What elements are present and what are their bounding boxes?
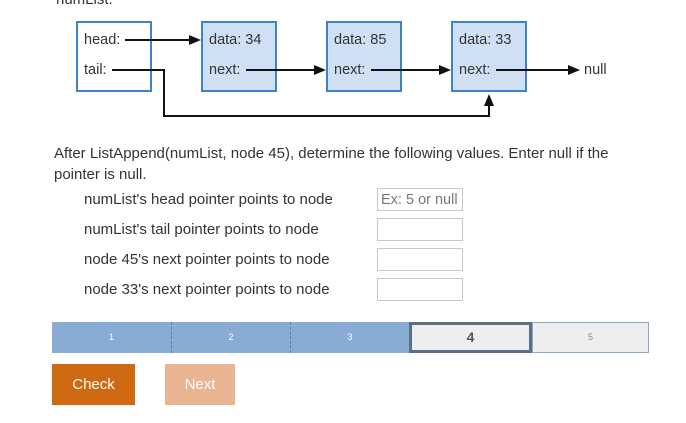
level-progress-bar: 1 2 3 4 5 — [52, 322, 649, 353]
tail-field: tail: — [84, 62, 107, 78]
check-button[interactable]: Check — [52, 364, 135, 405]
node-next: next: — [209, 62, 241, 78]
node-data: data: 33 — [459, 32, 512, 48]
level-5-segment[interactable]: 5 — [532, 322, 649, 353]
diagram-title: numList: — [56, 0, 113, 8]
node-data: data: 34 — [209, 32, 262, 48]
node-33 — [451, 21, 527, 92]
node-data: data: 85 — [334, 32, 387, 48]
node-next: next: — [334, 62, 366, 78]
node-85 — [326, 21, 402, 92]
question-label: node 45's next pointer points to node — [84, 251, 330, 268]
node33-next-answer-input[interactable] — [377, 278, 463, 301]
level-1-segment[interactable]: 1 — [52, 322, 172, 353]
pointer-arrows — [112, 35, 580, 117]
head-answer-input[interactable] — [377, 188, 463, 211]
node-next: next: — [459, 62, 491, 78]
level-3-segment[interactable]: 3 — [291, 322, 409, 353]
level-2-segment[interactable]: 2 — [172, 322, 291, 353]
question-label: numList's head pointer points to node — [84, 191, 333, 208]
node-34 — [201, 21, 277, 92]
next-button[interactable]: Next — [165, 364, 235, 405]
tail-answer-input[interactable] — [377, 218, 463, 241]
node45-next-answer-input[interactable] — [377, 248, 463, 271]
tail-pointer-arrow — [112, 69, 490, 117]
level-4-segment-current[interactable]: 4 — [409, 322, 532, 353]
question-label: node 33's next pointer points to node — [84, 281, 330, 298]
instructions: After ListAppend(numList, node 45), dete… — [54, 145, 609, 183]
head-field: head: — [84, 32, 121, 48]
list-object — [76, 21, 152, 92]
null-label: null — [584, 62, 607, 78]
question-label: numList's tail pointer points to node — [84, 221, 319, 238]
